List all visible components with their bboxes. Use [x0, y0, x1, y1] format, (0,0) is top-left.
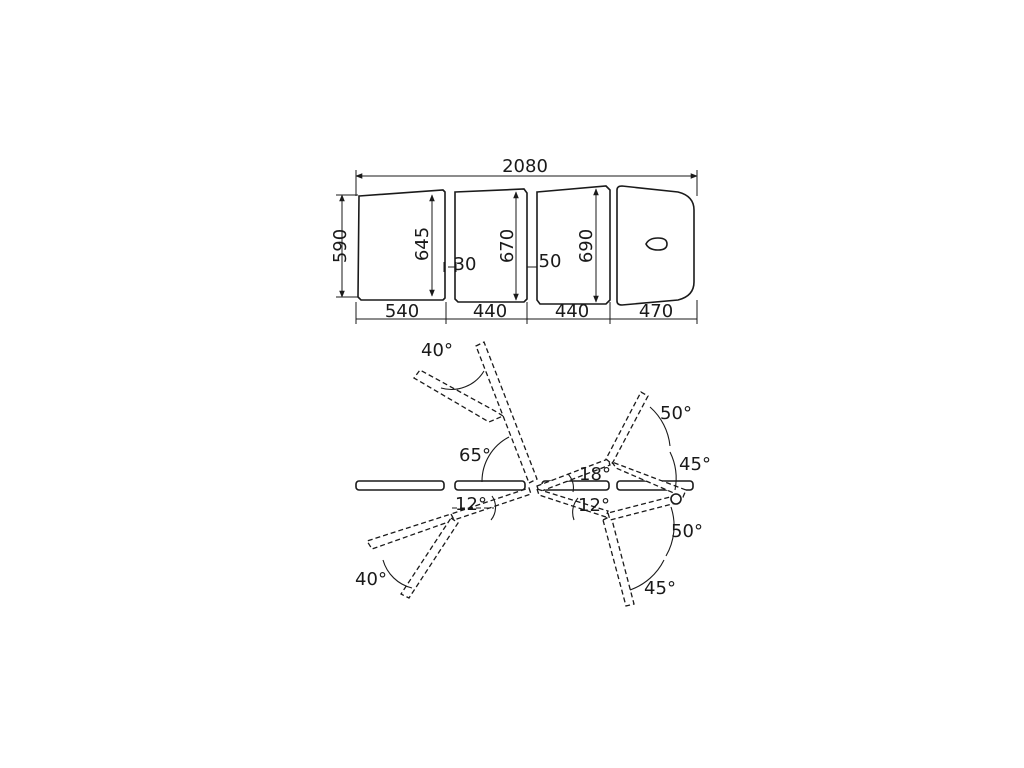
face-hole [645, 237, 668, 251]
leg-section [357, 189, 446, 301]
angle-arc-65 [481, 436, 510, 483]
flat-leg-section [355, 480, 445, 491]
angle-label-50-bottom: 50° [671, 521, 703, 542]
lowered-head-45 [602, 515, 635, 607]
angle-arc-45-bottom [629, 559, 665, 591]
angle-label-18: 18° [579, 464, 611, 485]
leg-height-label: 645 [412, 227, 433, 261]
lowered-section-12-left [450, 487, 532, 521]
section-length-4: 470 [639, 301, 673, 322]
lowered-leg-40 [400, 517, 459, 599]
top-view: 2080 590 645 670 690 30 50 [330, 156, 698, 324]
angle-arc-40-bottom [382, 559, 413, 589]
angle-arc-50-top [649, 406, 671, 447]
angle-arc-40-top [440, 370, 485, 390]
angle-label-40-bottom: 40° [355, 569, 387, 590]
angle-label-45-top: 45° [679, 454, 711, 475]
back-height-label: 690 [576, 229, 597, 263]
back-section [536, 185, 611, 305]
seat-section [454, 188, 528, 303]
angle-arc-12-right [572, 497, 579, 521]
raised-head-50 [605, 391, 649, 466]
angle-label-12-right: 12° [578, 495, 610, 516]
angle-label-40-top: 40° [421, 340, 453, 361]
angle-label-65: 65° [459, 445, 491, 466]
gap-label-2: 50 [539, 251, 562, 272]
lowered-head-50 [607, 494, 681, 521]
angle-label-12-left: 12° [455, 494, 487, 515]
flat-seat-section [454, 480, 526, 491]
overall-length-label: 2080 [502, 156, 548, 177]
section-length-3: 440 [555, 301, 589, 322]
angle-label-45-bottom: 45° [644, 578, 676, 599]
angle-arc-45-top [669, 451, 677, 491]
angle-arc-18 [567, 473, 574, 493]
section-length-2: 440 [473, 301, 507, 322]
raised-leg-40 [413, 369, 505, 423]
width-label: 590 [330, 229, 351, 263]
side-view: 40° 65° 12° 40° 18° 50° 45° 12° 50° 45° [355, 340, 711, 607]
pivot-circle [670, 493, 682, 505]
angle-label-50-top: 50° [660, 403, 692, 424]
angle-arc-12-left [490, 495, 497, 521]
lowered-section-12-right [535, 488, 609, 518]
lowered-leg-left [366, 513, 455, 550]
gap-label-1: 30 [454, 254, 477, 275]
seat-height-label: 670 [497, 229, 518, 263]
raised-section-65 [475, 341, 538, 484]
angle-arc-50-bottom [665, 506, 675, 557]
section-length-1: 540 [385, 301, 419, 322]
raised-head-45 [610, 460, 687, 498]
